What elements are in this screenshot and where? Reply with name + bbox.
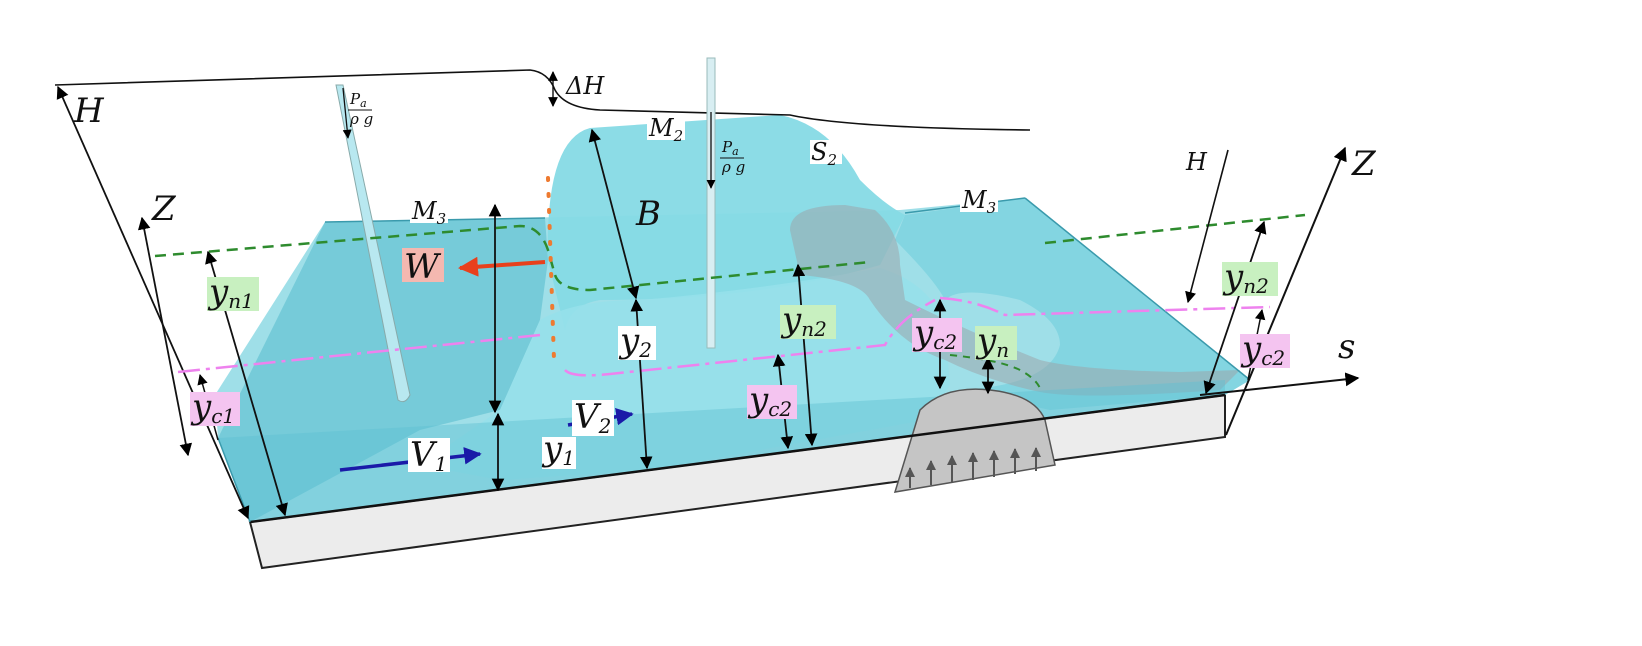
normal-depth-line-weir	[949, 354, 1041, 389]
B-arrow	[588, 128, 640, 300]
W-force-arrow	[458, 256, 546, 277]
H-right-label: H	[1185, 148, 1208, 176]
H-left-label: H	[73, 91, 105, 131]
W-label-bg	[402, 248, 444, 282]
yn2-mid-label: yn2	[780, 300, 827, 341]
yc2-right-label: yc2	[1240, 329, 1285, 370]
Z-right-label: Z	[1351, 144, 1377, 184]
svg-text:Pa: Pa	[721, 138, 739, 158]
yn2-right-arrow	[1203, 220, 1267, 395]
normal-depth-line-upstream	[154, 224, 871, 292]
M3-right-label: M3	[961, 186, 996, 217]
Z-left-arrow	[137, 216, 193, 457]
yn2-right-label: yn2	[1222, 257, 1269, 298]
critical-depth-line-middle	[564, 298, 936, 377]
yc2-weir-label-bg	[912, 318, 962, 352]
V2-label-bg	[572, 400, 614, 436]
yc2-weir-label: yc2	[912, 313, 957, 354]
y2-label-bg	[618, 326, 656, 360]
critical-depth-line-downstream	[939, 296, 1271, 317]
M3-right-label-bg	[960, 188, 998, 212]
M2-label-bg	[647, 116, 685, 140]
yc2-mid-label-bg	[747, 385, 797, 419]
s-axis	[1199, 372, 1360, 396]
M2-label: M2	[648, 114, 683, 145]
pa-fraction-mid: Pa ρ g	[720, 138, 745, 176]
W-label: W	[404, 247, 442, 287]
svg-text:Pa: Pa	[349, 90, 367, 110]
energy-line	[54, 69, 1031, 131]
S2-label: S2	[811, 138, 837, 169]
jump-dotted-line	[546, 176, 556, 362]
pa-fraction-left: Pa ρ g	[348, 90, 373, 128]
M3-left-label: M3	[411, 197, 446, 228]
yc2-right-label-bg	[1240, 334, 1290, 368]
svg-text:ρ g: ρ g	[721, 158, 745, 176]
y2-label: y2	[618, 321, 652, 362]
B-label: B	[635, 194, 661, 234]
yc1-label: yc1	[190, 387, 235, 428]
yn2-right-label-bg	[1222, 262, 1278, 296]
M3-left-label-bg	[410, 199, 448, 223]
y1-label: y1	[541, 429, 575, 470]
yn-weir-label-bg	[975, 326, 1017, 360]
Z-right-axis	[1225, 146, 1347, 436]
V1-label: V1	[410, 435, 447, 476]
svg-text:ρ g: ρ g	[349, 110, 373, 128]
yn1-label: yn1	[207, 272, 254, 313]
channel-bottom-edge	[249, 393, 1226, 524]
pa-arrow-left	[342, 87, 352, 139]
downstream-water-block	[895, 198, 1250, 410]
V1-label-bg	[408, 438, 450, 472]
yn2-mid-arrow	[792, 263, 818, 447]
V2-label: V2	[574, 397, 611, 438]
critical-depth-line-upstream	[177, 333, 541, 374]
S2-label-bg	[810, 140, 842, 164]
yn1-label-bg	[207, 277, 259, 311]
yn2-mid-label-bg	[780, 305, 836, 339]
yc2-mid-label: yc2	[747, 380, 792, 421]
piezometer-tube-left	[335, 84, 411, 403]
s-axis-label: s	[1338, 327, 1355, 367]
yc1-label-bg	[190, 392, 240, 426]
yn-weir-label: yn	[975, 321, 1009, 362]
normal-depth-line-downstream	[1044, 213, 1306, 245]
upstream-water-block	[218, 218, 548, 522]
Z-left-label: Z	[151, 189, 177, 229]
weir-pressure-arrows	[905, 447, 1041, 488]
y1-label-bg	[542, 437, 576, 469]
piezometer-tube-mid	[706, 57, 716, 349]
delta-H-label: ΔH	[565, 72, 605, 100]
